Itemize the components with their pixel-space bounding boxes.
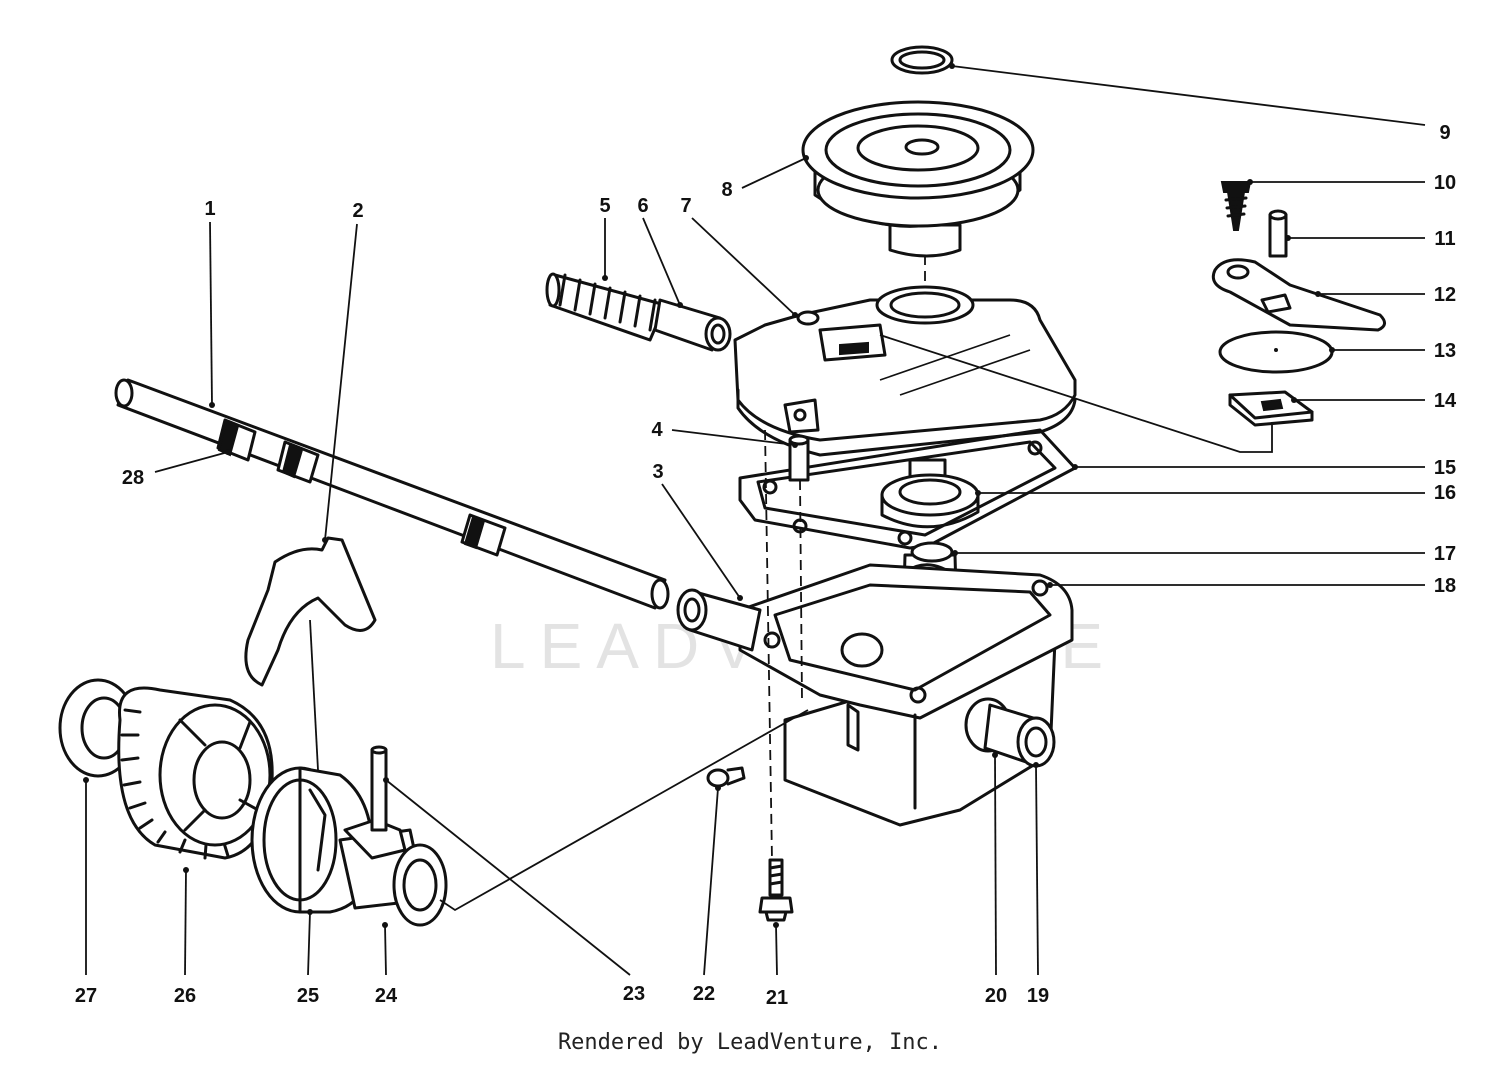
callout-20: 20	[985, 985, 1007, 1007]
part-shift-spring	[545, 272, 667, 342]
callout-16: 16	[1434, 482, 1456, 504]
part-shift-lever	[1211, 258, 1386, 332]
callout-13: 13	[1434, 340, 1456, 362]
callout-17: 17	[1434, 543, 1456, 565]
callout-25: 25	[297, 985, 319, 1007]
part-bushing-right	[964, 697, 1056, 768]
part-plunger	[653, 298, 732, 352]
callout-8: 8	[721, 179, 732, 201]
callout-11: 11	[1434, 228, 1455, 250]
part-pin	[1268, 209, 1288, 258]
part-housing-cover	[733, 285, 1077, 457]
callout-2: 2	[352, 200, 363, 222]
part-bearing	[880, 458, 980, 529]
callout-9: 9	[1439, 122, 1450, 144]
callout-27: 27	[75, 985, 97, 1007]
callout-5: 5	[599, 195, 610, 217]
callout-labels: 1 2 3 4 5 6 7 8 9 10 11 12 13 14 15 16 1…	[75, 122, 1457, 1009]
part-bushing-left	[676, 588, 762, 652]
callout-4: 4	[651, 419, 663, 441]
callout-6: 6	[637, 195, 648, 217]
callout-24: 24	[375, 985, 398, 1007]
part-dowel-pin	[788, 434, 810, 482]
callout-23: 23	[623, 983, 645, 1005]
callout-26: 26	[174, 985, 196, 1007]
leader-lines	[83, 63, 1426, 976]
part-washer	[1218, 330, 1334, 374]
callout-18: 18	[1434, 575, 1456, 597]
callout-15: 15	[1434, 457, 1456, 479]
callout-19: 19	[1027, 985, 1049, 1007]
callout-12: 12	[1434, 284, 1456, 306]
callout-22: 22	[693, 983, 715, 1005]
part-roll-pin	[370, 745, 388, 832]
callout-3: 3	[652, 461, 663, 483]
part-gear-housing	[738, 563, 1074, 827]
part-clutch-hub	[338, 818, 448, 927]
part-small-screw	[706, 766, 746, 788]
credit-text: Rendered by LeadVenture, Inc.	[557, 1030, 943, 1055]
part-axle-shaft	[114, 378, 670, 610]
callout-14: 14	[1434, 390, 1457, 412]
callout-7: 7	[680, 195, 691, 217]
part-pulley	[801, 100, 1035, 300]
part-shift-key	[1228, 390, 1314, 427]
callout-1: 1	[204, 198, 215, 220]
part-snap-ring	[890, 45, 954, 75]
callout-28: 28	[122, 467, 144, 489]
part-bolt	[758, 858, 794, 922]
part-shift-fork	[244, 536, 377, 687]
callout-10: 10	[1434, 172, 1456, 194]
callout-21: 21	[766, 987, 788, 1009]
part-bevel-gear	[117, 686, 274, 860]
part-screw	[1220, 181, 1252, 231]
